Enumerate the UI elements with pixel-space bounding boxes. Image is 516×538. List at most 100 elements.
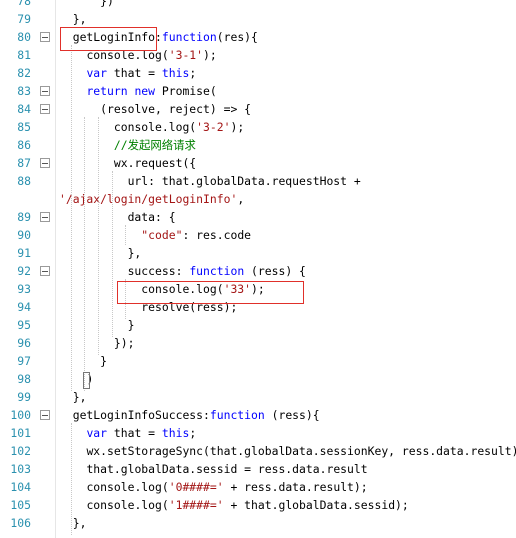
code-line[interactable]: 87 wx.request({ <box>0 154 516 172</box>
indent-space <box>59 102 100 116</box>
bracket-match-cursor <box>83 372 90 389</box>
line-number: 92 <box>17 264 31 278</box>
code-token: console.log( <box>86 480 169 494</box>
code-token: + that.globalData.sessid); <box>223 498 409 512</box>
code-text: } <box>59 316 135 334</box>
code-line[interactable]: 103 that.globalData.sessid = ress.data.r… <box>0 460 516 478</box>
code-line[interactable]: 83 return new Promise( <box>0 82 516 100</box>
indent-space <box>59 246 128 260</box>
keyword-token: new <box>134 84 156 98</box>
code-line[interactable]: 102 wx.setStorageSync(that.globalData.se… <box>0 442 516 460</box>
string-token: '3-1' <box>168 48 204 62</box>
highlight-box-getlogininfo <box>60 27 157 51</box>
code-text: (resolve, reject) => { <box>59 100 251 118</box>
code-line[interactable]: 104 console.log('0####=' + ress.data.res… <box>0 478 516 496</box>
code-text: }, <box>59 514 87 532</box>
indent-space <box>59 12 73 26</box>
code-token: ); <box>230 120 245 134</box>
code-line[interactable]: 106 }, <box>0 514 516 532</box>
keyword-token: return <box>86 84 128 98</box>
collapse-minus-icon[interactable] <box>40 212 50 222</box>
code-token: that = <box>107 426 162 440</box>
code-line[interactable]: 90 "code": res.code <box>0 226 516 244</box>
collapse-minus-icon[interactable] <box>40 266 50 276</box>
code-line[interactable]: 91 }, <box>0 244 516 262</box>
string-token: '33' <box>223 282 252 296</box>
code-text: getLoginInfoSuccess:function (ress){ <box>59 406 320 424</box>
code-token: }) <box>100 0 114 8</box>
line-number: 98 <box>17 372 31 386</box>
indent-space <box>59 174 128 188</box>
code-line[interactable]: 99 }, <box>0 388 516 406</box>
indent-space <box>59 120 114 134</box>
line-number: 88 <box>17 174 31 188</box>
code-line[interactable]: 95 } <box>0 316 516 334</box>
code-line[interactable]: 101 var that = this; <box>0 424 516 442</box>
code-line[interactable]: 86 //发起网络请求 <box>0 136 516 154</box>
line-number: 85 <box>17 120 31 134</box>
collapse-minus-icon[interactable] <box>40 104 50 114</box>
keyword-token: var <box>86 426 108 440</box>
code-text: //发起网络请求 <box>59 136 196 154</box>
code-text: return new Promise( <box>59 82 216 100</box>
code-token: console.log( <box>86 498 169 512</box>
code-token: that = <box>107 66 162 80</box>
code-token: } <box>127 318 135 332</box>
code-token: + ress.data.result); <box>223 480 368 494</box>
keyword-token: this <box>161 66 190 80</box>
indent-space <box>59 0 100 8</box>
code-text: '/ajax/login/getLoginInfo', <box>59 190 244 208</box>
indent-space <box>59 156 114 170</box>
code-text: var that = this; <box>59 424 196 442</box>
code-text: data: { <box>59 208 176 226</box>
code-token: getLoginInfoSuccess: <box>72 408 210 422</box>
gutter-divider <box>55 0 56 538</box>
code-line[interactable]: 98 ) <box>0 370 516 388</box>
keyword-token: function <box>161 30 217 44</box>
line-number: 101 <box>10 426 31 440</box>
code-line[interactable]: 89 data: { <box>0 208 516 226</box>
code-text: }, <box>59 244 142 262</box>
code-token: ); <box>251 282 265 296</box>
code-line[interactable]: 97 } <box>0 352 516 370</box>
code-line[interactable]: 88 url: that.globalData.requestHost + <box>0 172 516 190</box>
collapse-minus-icon[interactable] <box>40 86 50 96</box>
code-line[interactable]: 92 success: function (ress) { <box>0 262 516 280</box>
code-token: ; <box>189 426 197 440</box>
collapse-minus-icon[interactable] <box>40 158 50 168</box>
line-number: 89 <box>17 210 31 224</box>
code-line[interactable]: 84 (resolve, reject) => { <box>0 100 516 118</box>
code-line[interactable]: 105 console.log('1####=' + that.globalDa… <box>0 496 516 514</box>
code-line[interactable]: 81 console.log('3-1'); <box>0 46 516 64</box>
code-text: that.globalData.sessid = ress.data.resul… <box>59 460 367 478</box>
code-token: , <box>237 192 245 206</box>
line-number: 95 <box>17 318 31 332</box>
collapse-minus-icon[interactable] <box>40 32 50 42</box>
indent-guide <box>84 117 86 391</box>
code-line[interactable]: 93 console.log('33'); <box>0 280 516 298</box>
code-text: var that = this; <box>59 64 196 82</box>
code-line[interactable]: 85 console.log('3-2'); <box>0 118 516 136</box>
code-line[interactable]: 96 }); <box>0 334 516 352</box>
code-token: (ress){ <box>264 408 320 422</box>
indent-space <box>59 408 73 422</box>
indent-guide <box>112 171 114 337</box>
code-line[interactable]: 80 getLoginInfo:function(res){ <box>0 28 516 46</box>
string-token: '/ajax/login/getLoginInfo' <box>59 192 238 206</box>
code-line[interactable]: 100 getLoginInfoSuccess:function (ress){ <box>0 406 516 424</box>
code-line[interactable]: 78 }) <box>0 0 516 10</box>
code-line[interactable]: 79 }, <box>0 10 516 28</box>
code-line[interactable]: '/ajax/login/getLoginInfo', <box>0 190 516 208</box>
code-text: }, <box>59 388 87 406</box>
line-number: 100 <box>10 408 31 422</box>
code-token: data: { <box>127 210 176 224</box>
line-number: 106 <box>10 516 31 530</box>
code-token: success: <box>127 264 190 278</box>
code-text: wx.setStorageSync(that.globalData.sessio… <box>59 442 516 460</box>
code-token: console.log( <box>86 48 169 62</box>
collapse-minus-icon[interactable] <box>40 410 50 420</box>
code-text: }, <box>59 10 87 28</box>
code-token: wx.setStorageSync(that.globalData.sessio… <box>86 444 516 458</box>
code-line[interactable]: 82 var that = this; <box>0 64 516 82</box>
